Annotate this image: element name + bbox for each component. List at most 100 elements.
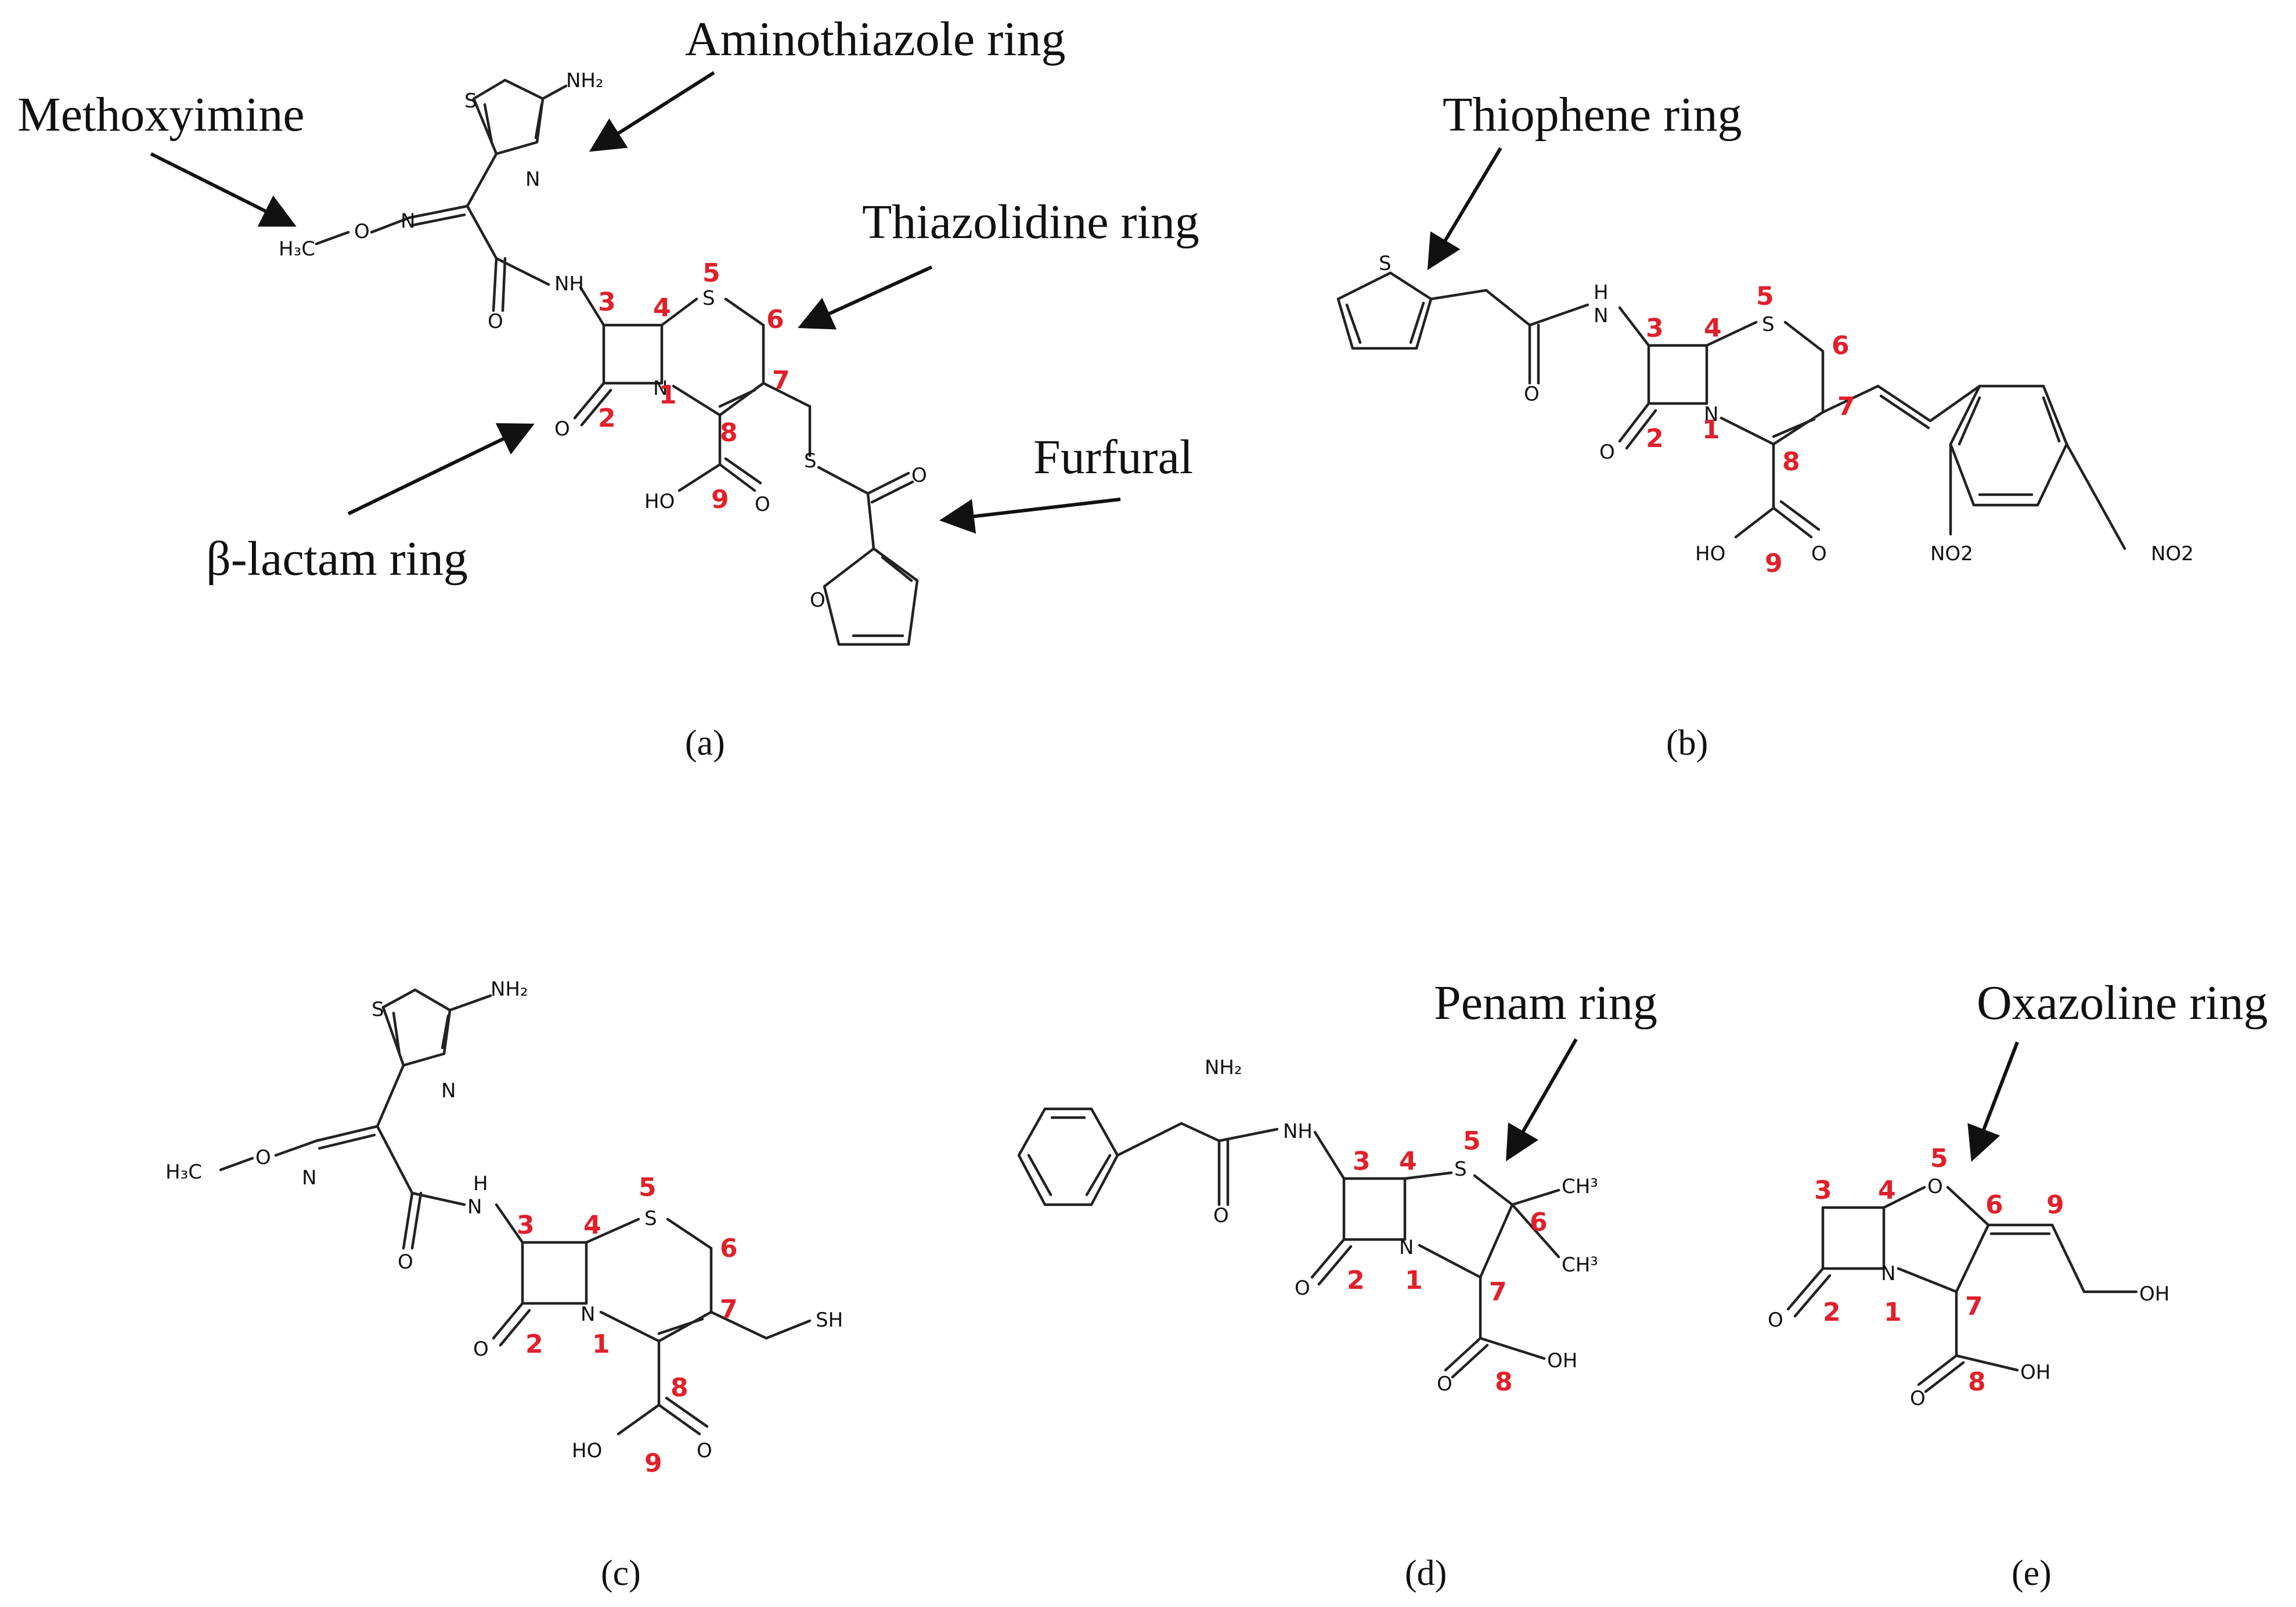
callout-aminothiazole-ring: Aminothiazole ring [685, 12, 1066, 66]
ring-number-3: 3 [1353, 1147, 1371, 1176]
ring-number-4: 4 [1399, 1147, 1417, 1176]
atom-o-acid: O [1437, 1372, 1452, 1396]
ring-number-1: 1 [1884, 1298, 1902, 1327]
atom-n1: N [581, 1303, 595, 1326]
atom-h3c: H₃C [165, 1161, 202, 1184]
atom-o-acid: O [1811, 542, 1827, 565]
panel-e: O N O OH O OH 1 2 3 4 5 6 7 8 9 Oxazolin… [1768, 976, 2268, 1593]
atom-o-lactam: O [554, 417, 570, 441]
arrow-penam [1506, 1038, 1578, 1162]
panel-a-label: (a) [685, 723, 725, 763]
atom-oh-chain: OH [2139, 1282, 2169, 1306]
ring-number-2: 2 [1646, 424, 1664, 453]
ring-number-7: 7 [720, 1295, 738, 1324]
ring-number-4: 4 [1704, 314, 1722, 343]
ring-number-5: 5 [639, 1173, 657, 1202]
atom-o-lactam: O [473, 1338, 489, 1361]
ring-number-6: 6 [1985, 1190, 2003, 1220]
ring-number-8: 8 [1968, 1367, 1986, 1397]
ring-number-3: 3 [598, 287, 616, 317]
atom-n-imine: N [302, 1166, 316, 1190]
panel-b: S H N O S N O HO O NO2 NO2 1 2 3 4 5 6 7… [1336, 88, 2194, 763]
arrow-oxazoline [1967, 1041, 2019, 1162]
atom-n: N [441, 1079, 456, 1102]
atom-ch3-lower: CH³ [1562, 1253, 1598, 1277]
callout-thiophene-ring: Thiophene ring [1443, 88, 1742, 142]
ring-number-3: 3 [1646, 314, 1664, 343]
atom-o-acid: O [1910, 1387, 1926, 1410]
panel-a: S NH₂ N H₃C O N O NH S N O HO O S O O 1 … [17, 12, 1199, 763]
atom-s5: S [702, 287, 715, 310]
ring-number-7: 7 [1965, 1292, 1983, 1321]
ring-number-4: 4 [1878, 1176, 1896, 1205]
arrow-aminothiazole [589, 71, 715, 152]
atom-ho: HO [644, 490, 675, 513]
ring-number-2: 2 [525, 1329, 543, 1359]
panel-a-bonds [315, 78, 919, 646]
atom-nh2: NH₂ [1205, 1056, 1242, 1079]
atom-o-amide: O [1213, 1204, 1229, 1227]
atom-s-thiophene: S [1379, 252, 1392, 275]
atom-nh: NH [554, 272, 584, 296]
atom-nh: NH [1283, 1120, 1313, 1143]
atom-no2-ortho: NO2 [1930, 542, 1973, 565]
atom-o-thioester: O [911, 464, 927, 487]
ring-number-3: 3 [517, 1210, 535, 1240]
atom-n1: N [653, 377, 668, 400]
ring-number-8: 8 [1782, 447, 1800, 477]
atom-ch3-upper: CH³ [1562, 1175, 1598, 1198]
atom-n-amide: N [467, 1195, 482, 1219]
ring-number-2: 2 [1823, 1298, 1841, 1327]
arrow-thiophene [1427, 147, 1502, 271]
atom-n1: N [1399, 1236, 1414, 1259]
atom-o: O [354, 220, 370, 243]
arrow-furfural [939, 498, 1121, 534]
atom-o-amide: O [488, 310, 503, 333]
atom-o-lactam: O [1768, 1309, 1783, 1332]
callout-oxazoline-ring: Oxazoline ring [1977, 976, 2268, 1030]
atom-oh: OH [1547, 1349, 1577, 1372]
panel-d-label: (d) [1405, 1554, 1447, 1593]
ring-number-1: 1 [592, 1329, 610, 1359]
panel-b-label: (b) [1666, 723, 1708, 763]
callout-penam-ring: Penam ring [1434, 976, 1657, 1030]
atom-o-acid: O [755, 493, 770, 516]
atom-n1: N [1881, 1262, 1895, 1285]
atom-s5: S [644, 1207, 657, 1230]
atom-o-lactam: O [1599, 441, 1615, 464]
atom-s-thio: S [804, 449, 817, 473]
ring-number-9: 9 [2046, 1190, 2064, 1220]
atom-o-acid: O [697, 1439, 712, 1462]
atom-o: O [255, 1146, 271, 1169]
atom-o5: O [1927, 1175, 1943, 1198]
atom-n: N [525, 168, 540, 191]
atom-o-furan: O [810, 589, 826, 612]
callout-beta-lactam-ring: β-lactam ring [206, 532, 468, 586]
atom-n-amide: N [1594, 304, 1608, 327]
atom-ho: HO [1695, 542, 1725, 565]
ring-number-5: 5 [1463, 1126, 1481, 1156]
arrow-thiazolidine [798, 265, 933, 330]
atom-s: S [372, 998, 384, 1021]
atom-s5: S [1454, 1158, 1467, 1181]
atom-s5: S [1762, 313, 1775, 336]
atom-o-lactam: O [1295, 1277, 1310, 1300]
ring-number-3: 3 [1814, 1176, 1832, 1205]
atom-n-imine: N [401, 210, 415, 233]
callout-thiazolidine-ring: Thiazolidine ring [862, 195, 1199, 249]
ring-number-1: 1 [659, 380, 677, 410]
ring-number-7: 7 [1837, 392, 1855, 421]
ring-number-4: 4 [653, 293, 671, 323]
atom-sh: SH [816, 1309, 843, 1332]
atom-o-amide: O [1524, 383, 1540, 406]
ring-number-8: 8 [671, 1373, 689, 1403]
atom-s: S [464, 89, 477, 113]
atom-h3c: H₃C [279, 237, 315, 261]
atom-o-amide: O [398, 1251, 413, 1274]
atom-no2-para: NO2 [2151, 542, 2194, 565]
ring-number-1: 1 [1702, 415, 1720, 445]
ring-number-7: 7 [772, 366, 790, 395]
panel-d: NH₂ NH O S CH³ CH³ N O O OH 1 2 3 4 5 6 … [1017, 976, 1657, 1593]
ring-number-5: 5 [1756, 282, 1774, 311]
